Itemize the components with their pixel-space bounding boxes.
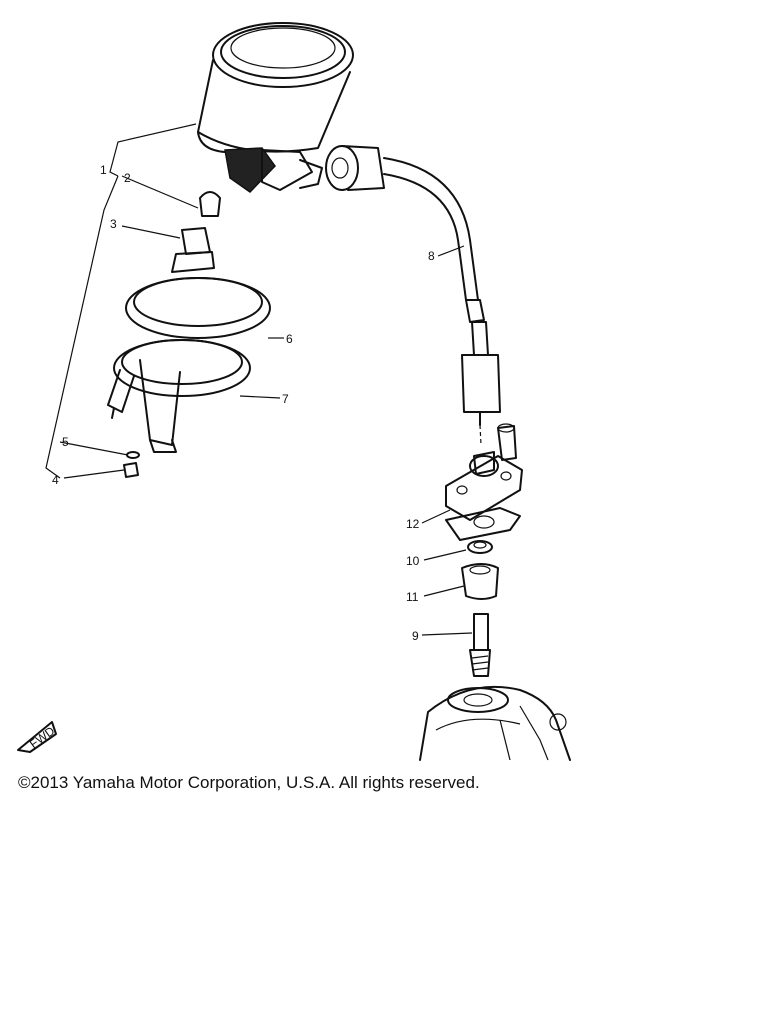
rubber-rings [113,277,271,397]
callout-8: 8 [428,249,435,263]
callout-2: 2 [124,171,131,185]
bulb-and-socket [171,191,221,273]
meter-bracket [107,359,181,453]
callout-labels: 1 2 3 4 5 6 7 8 9 10 11 12 [52,163,435,643]
callout-10: 10 [406,554,420,568]
seal-bushing-shaft [461,540,499,677]
meter-cable [325,145,501,446]
crankcase-cover [419,685,571,761]
washer-and-nut [123,451,140,478]
callout-12: 12 [406,517,420,531]
fwd-arrow-icon: FWD [17,721,58,753]
callout-7: 7 [282,392,289,406]
callout-11: 11 [406,590,419,604]
parts-diagram: FWD 1 2 3 4 5 6 7 8 9 10 11 12 [17,22,571,761]
callout-9: 9 [412,629,419,643]
callout-leaders [45,123,473,636]
meter-housing [197,22,354,193]
gear-housing [445,423,523,521]
gasket [445,507,521,541]
callout-1: 1 [100,163,107,177]
callout-5: 5 [62,435,69,449]
callout-4: 4 [52,473,59,487]
callout-3: 3 [110,217,117,231]
callout-6: 6 [286,332,293,346]
copyright-notice: ©2013 Yamaha Motor Corporation, U.S.A. A… [18,773,480,792]
